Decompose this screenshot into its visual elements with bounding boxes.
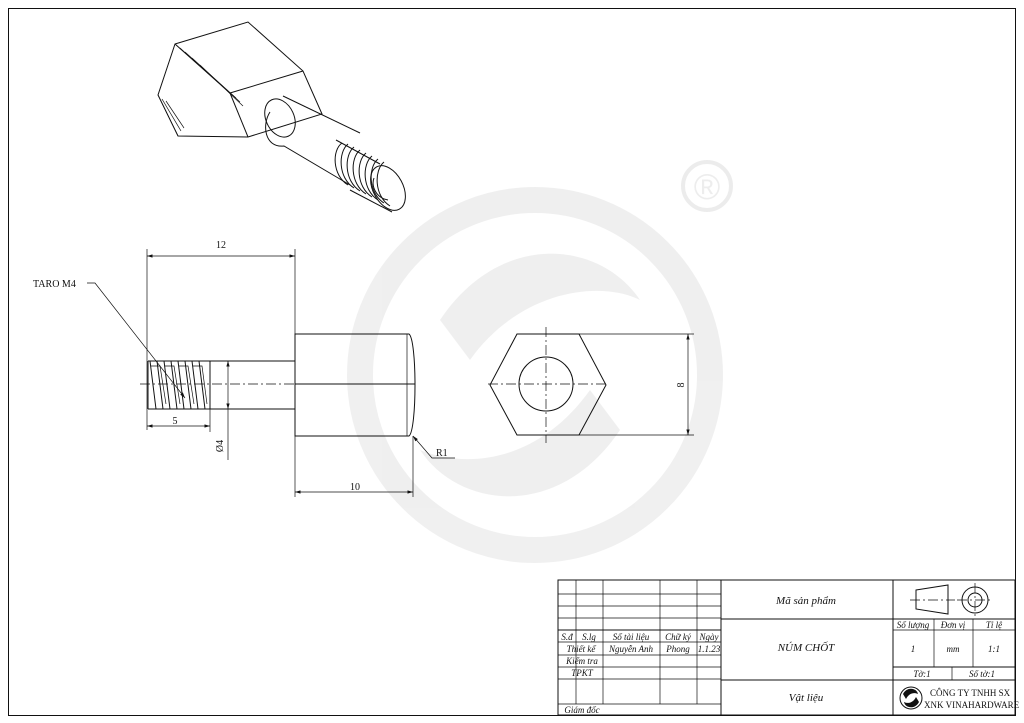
dim-thread-length: 5 — [173, 416, 178, 427]
quantity-label: Số lượng — [897, 620, 930, 630]
header-slg: S.lg — [582, 632, 596, 642]
header-sd: S.đ — [561, 632, 573, 642]
scale-label: Tỉ lệ — [986, 620, 1003, 630]
tpkt-label: TPKT — [571, 668, 594, 678]
watermark-registered-mark: ® — [681, 160, 733, 212]
designer-label: Thiết kế — [567, 644, 598, 654]
header-document-no: Số tài liệu — [613, 632, 650, 642]
designer-date: 1.1.23 — [698, 644, 721, 654]
dimension-texts: 12 5 Ø4 10 8 R1 TARO M4 — [33, 240, 687, 493]
designer-name: Nguyễn Anh — [608, 644, 654, 654]
material-label: Vật liệu — [789, 692, 824, 704]
dimension-lines — [87, 249, 694, 497]
company-name-line1: CÔNG TY TNHH SX — [930, 688, 1011, 698]
thread-callout: TARO M4 — [33, 279, 76, 290]
director-label: Giám đốc — [564, 705, 599, 715]
isometric-view — [157, 21, 406, 213]
sheet-border — [8, 8, 1016, 716]
sheet-count: Số tờ:1 — [969, 669, 995, 679]
company-name-line2: XNK VINAHARDWARE — [924, 700, 1020, 710]
side-thread-lines — [149, 360, 208, 410]
designer-signature: Phong — [665, 644, 690, 654]
dim-overall-length: 12 — [216, 240, 226, 251]
unit-label: Đơn vị — [940, 620, 966, 630]
side-view — [140, 333, 416, 437]
dim-shank-diameter: Ø4 — [215, 440, 226, 452]
title-block: S.đ S.lg Số tài liệu Chữ ký Ngày Thiết k… — [557, 579, 1020, 716]
sheet-number: Tờ:1 — [913, 669, 930, 679]
dim-body-length: 10 — [350, 482, 360, 493]
part-name: NÚM CHỐT — [777, 641, 835, 654]
scale-value: 1:1 — [988, 644, 1000, 654]
unit-value: mm — [947, 644, 960, 654]
watermark — [347, 187, 723, 563]
quantity-value: 1 — [911, 644, 916, 654]
company-logo — [899, 686, 923, 710]
product-code-label: Mã sản phẩm — [775, 595, 836, 607]
registered-mark: ® — [694, 166, 721, 207]
header-signature: Chữ ký — [665, 632, 691, 642]
header-date: Ngày — [699, 632, 719, 642]
projection-symbol — [910, 583, 993, 617]
dim-across-flats: 8 — [676, 383, 687, 388]
check-label: Kiểm tra — [565, 656, 598, 666]
dim-fillet-radius: R1 — [436, 448, 448, 459]
